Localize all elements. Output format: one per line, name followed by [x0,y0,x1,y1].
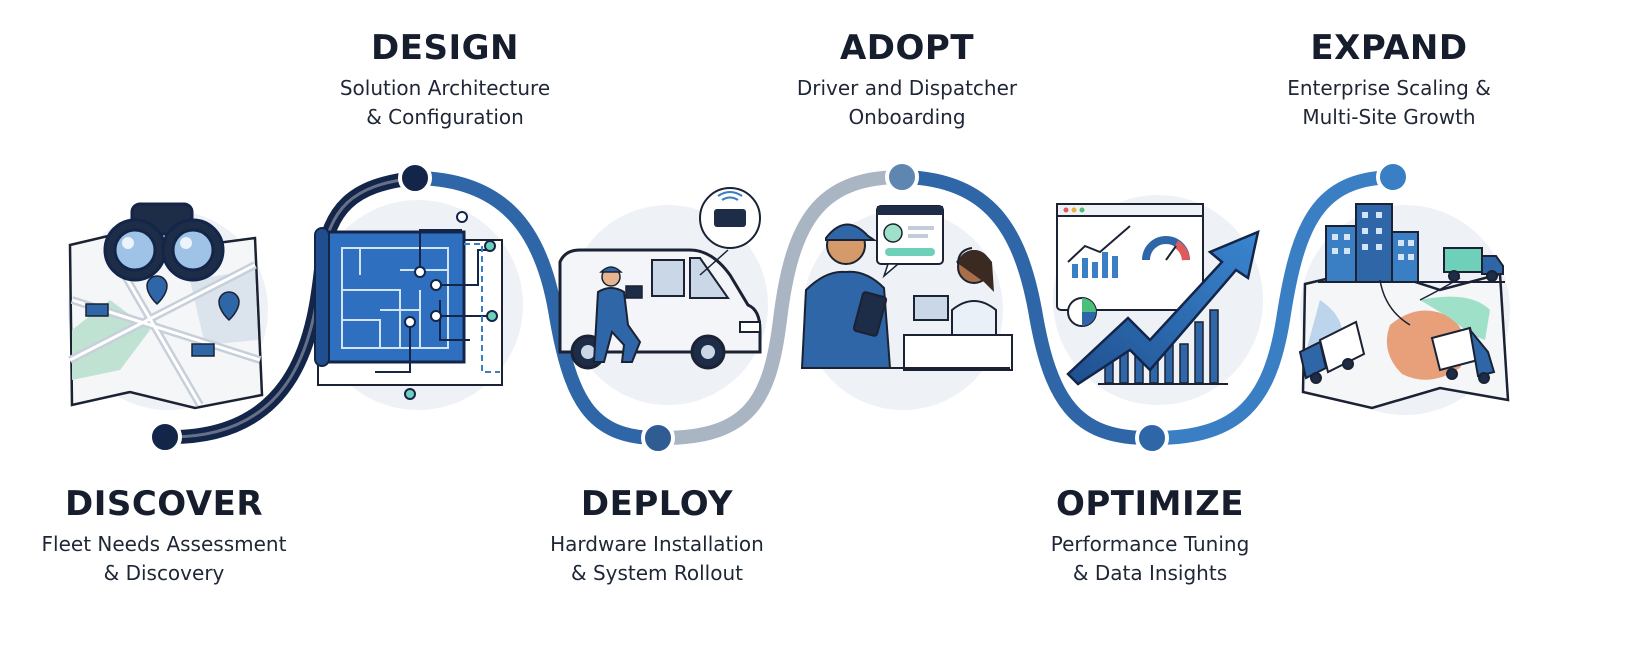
stage-title: OPTIMIZE [1055,484,1245,524]
subtitle-line-2: Onboarding [848,105,966,129]
subtitle-line-1: Performance Tuning [1050,532,1250,556]
stage-subtitle: Hardware Installation & System Rollout [507,530,807,588]
subtitle-line-1: Driver and Dispatcher [796,76,1018,100]
subtitle-line-1: Enterprise Scaling & [1287,76,1491,100]
stage-subtitle: Performance Tuning & Data Insights [1000,530,1300,588]
stage-title: DISCOVER [64,484,264,524]
node-discover [148,420,182,454]
stage-subtitle: Fleet Needs Assessment & Discovery [14,530,314,588]
stage-subtitle: Driver and Dispatcher Onboarding [757,74,1057,132]
analytics-dashboard-icon [1056,203,1260,386]
blueprint-icon [314,211,503,400]
onboarding-icon [800,205,1013,371]
subtitle-line-2: & Data Insights [1072,561,1228,585]
node-optimize [1135,421,1169,455]
truck-left [1298,320,1366,384]
subtitle-line-1: Hardware Installation [550,532,764,556]
stage-title: DESIGN [371,28,519,68]
subtitle-line-1: Fleet Needs Assessment [41,532,287,556]
stage-title: EXPAND [1310,28,1468,68]
stage-optimize: OPTIMIZE Performance Tuning & Data Insig… [1000,484,1300,588]
dispatcher-figure [951,247,997,339]
subtitle-line-1: Solution Architecture [339,76,551,100]
truck-right [1430,326,1496,384]
binoculars-map-icon [68,202,264,410]
node-adopt [885,160,919,194]
truck-top-right [1443,247,1504,282]
stage-design: DESIGN Solution Architecture & Configura… [295,28,595,132]
subtitle-line-2: & Configuration [366,105,524,129]
stage-deploy: DEPLOY Hardware Installation & System Ro… [507,484,807,588]
stage-title: DEPLOY [580,484,734,524]
stage-subtitle: Solution Architecture & Configuration [295,74,595,132]
node-deploy [641,421,675,455]
driver-figure [800,223,892,369]
stage-discover: DISCOVER Fleet Needs Assessment & Discov… [14,484,314,588]
node-design [398,161,432,195]
van-installation-icon [558,187,762,370]
stage-adopt: ADOPT Driver and Dispatcher Onboarding [757,28,1057,132]
subtitle-line-2: & Discovery [103,561,225,585]
stage-expand: EXPAND Enterprise Scaling & Multi-Site G… [1239,28,1539,132]
node-expand [1376,160,1410,194]
expansion-map-icon [1298,203,1510,410]
subtitle-line-2: Multi-Site Growth [1302,105,1476,129]
path-nodes [148,160,1410,455]
technician-figure [592,266,643,363]
subtitle-line-2: & System Rollout [571,561,743,585]
stage-title: ADOPT [839,28,975,68]
stage-subtitle: Enterprise Scaling & Multi-Site Growth [1239,74,1539,132]
journey-path [158,170,1397,445]
